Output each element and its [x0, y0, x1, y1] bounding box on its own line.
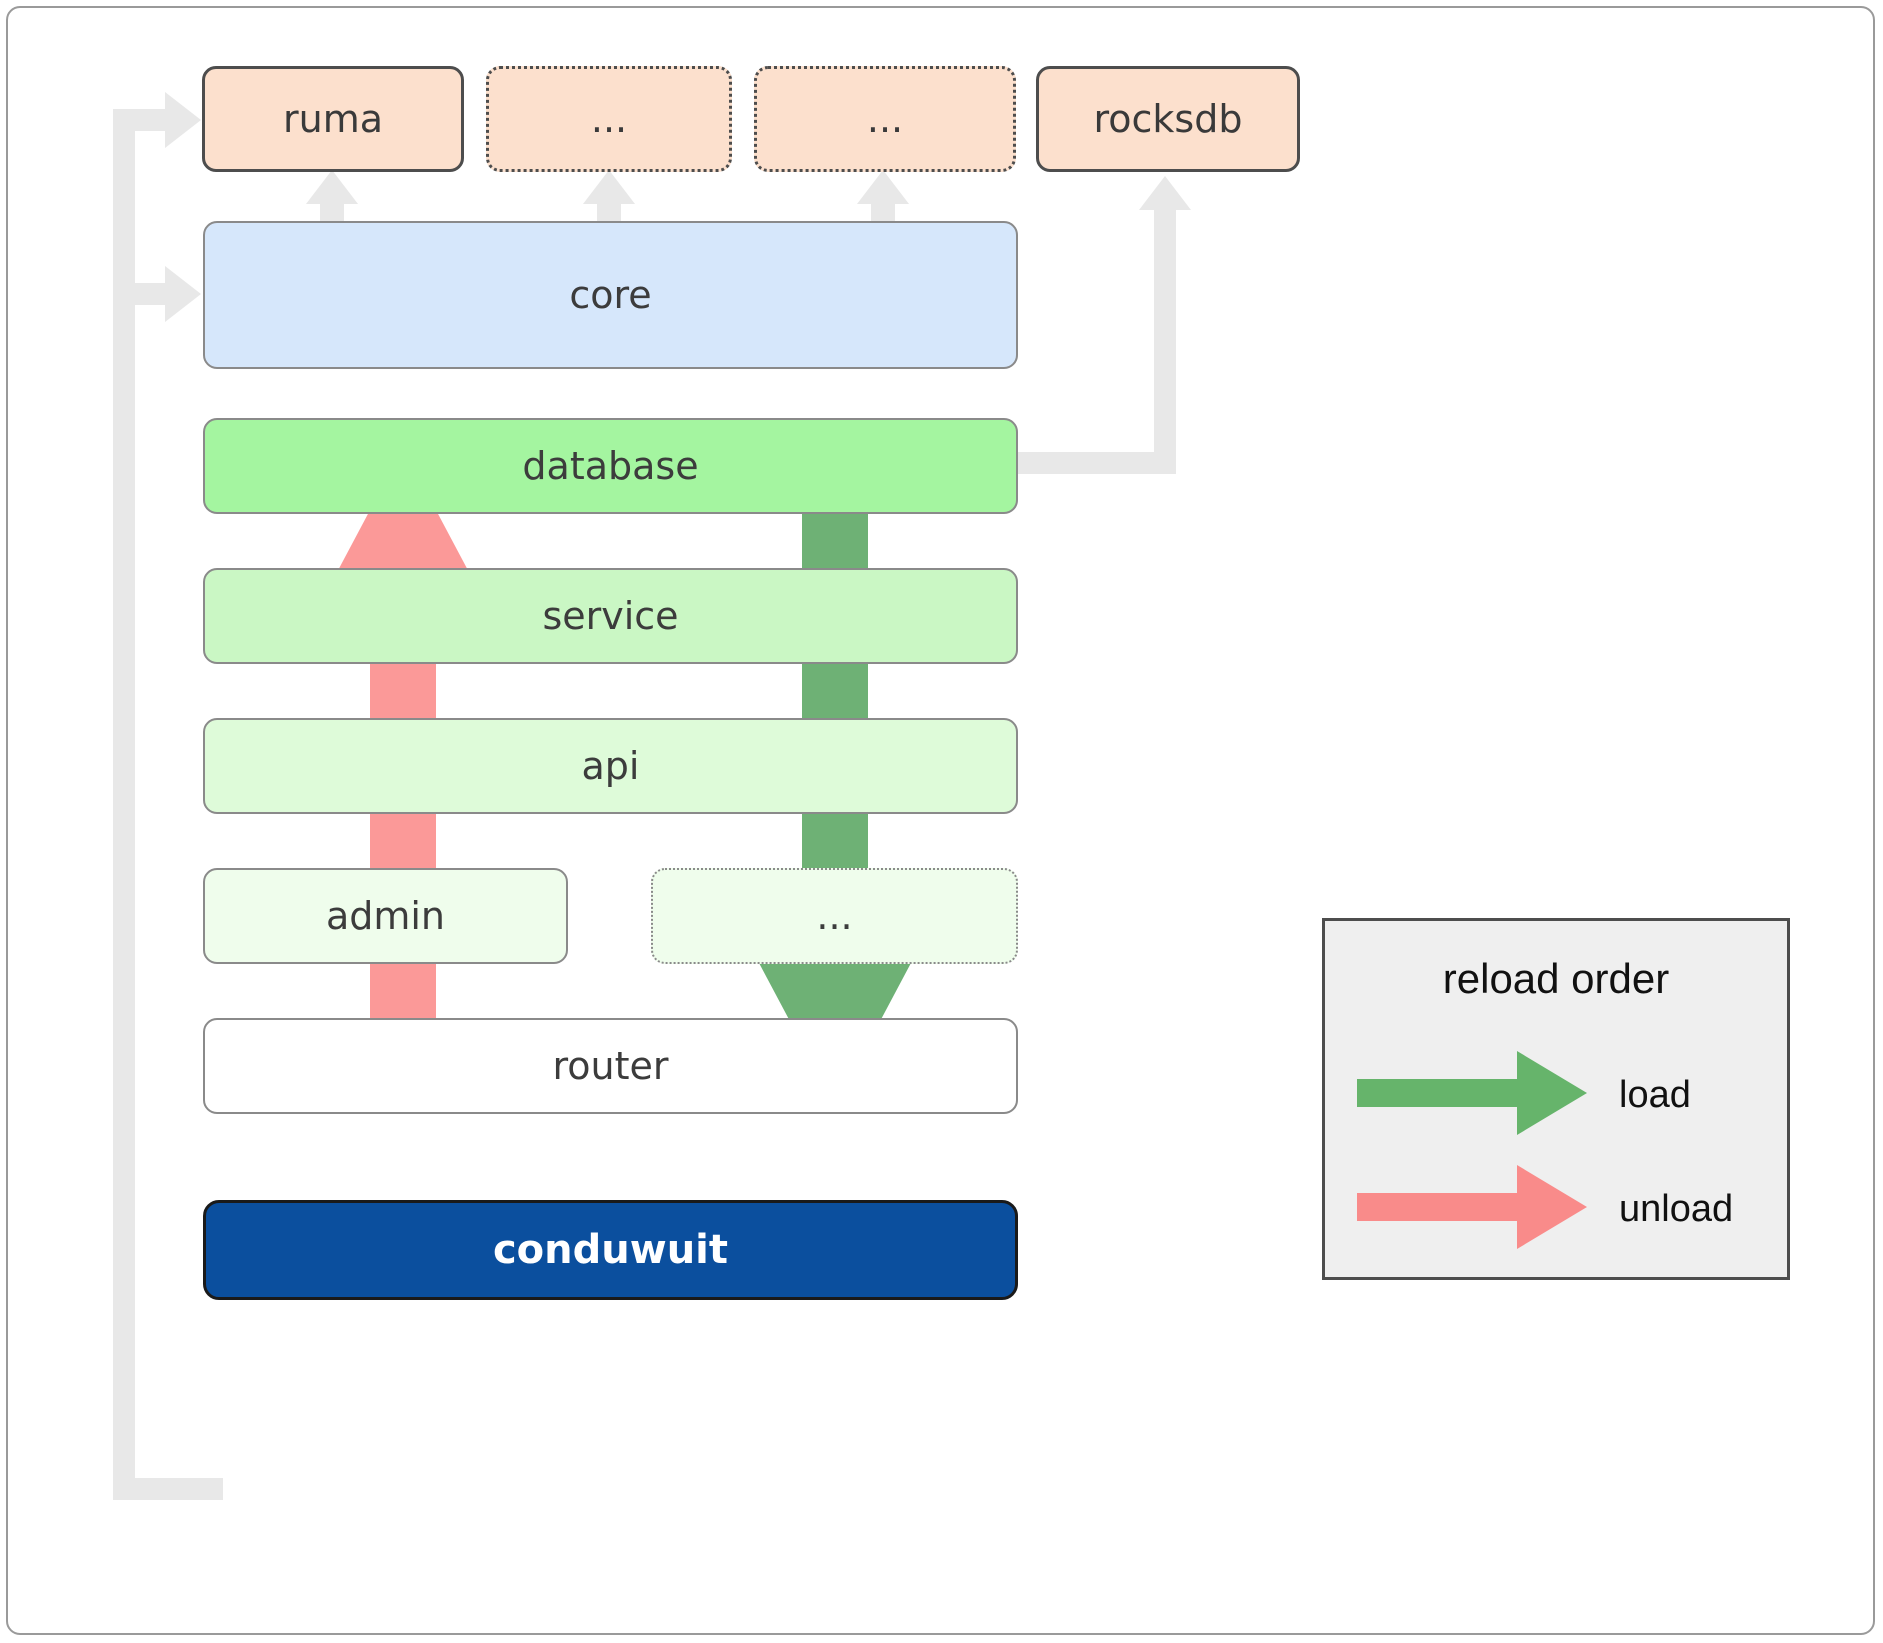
layer-label-dots: ...	[816, 894, 853, 938]
connector-arrow-core-to-ruma	[306, 170, 358, 204]
legend-panel: reload order load unload	[1322, 918, 1790, 1280]
connector-conduwuit-trunk-vertical	[113, 120, 135, 1500]
dependency-box-dots-1[interactable]: ...	[486, 66, 732, 172]
layer-box-conduwuit[interactable]: conduwuit	[203, 1200, 1018, 1300]
connector-conduwuit-bottom-horizontal	[113, 1478, 223, 1500]
connector-arrow-to-rocksdb	[1139, 176, 1191, 210]
layer-label-admin: admin	[325, 894, 446, 938]
layer-box-database[interactable]: database	[203, 418, 1018, 514]
legend-swatch-unload-arrow-icon	[1357, 1165, 1587, 1253]
layer-box-admin[interactable]: admin	[203, 868, 568, 964]
connector-arrow-core-to-dots2	[857, 170, 909, 204]
connector-arrow-core-to-dots1	[583, 170, 635, 204]
legend-row-unload: unload	[1357, 1165, 1733, 1253]
dependency-box-ruma[interactable]: ruma	[202, 66, 464, 172]
dependency-box-rocksdb[interactable]: rocksdb	[1036, 66, 1300, 172]
layer-label-api: api	[581, 744, 640, 788]
layer-box-service[interactable]: service	[203, 568, 1018, 664]
layer-label-conduwuit: conduwuit	[492, 1227, 729, 1273]
legend-title: reload order	[1442, 955, 1670, 1002]
layer-label-database: database	[522, 444, 699, 488]
dependency-label-ruma: ruma	[282, 97, 383, 141]
layer-box-dots[interactable]: ...	[651, 868, 1018, 964]
dependency-label-dots-2: ...	[866, 97, 904, 141]
layer-box-api[interactable]: api	[203, 718, 1018, 814]
legend-label-load: load	[1619, 1073, 1691, 1116]
legend-row-load: load	[1357, 1051, 1691, 1139]
layer-label-router: router	[552, 1044, 669, 1088]
layer-label-service: service	[542, 594, 679, 638]
connector-database-to-rocksdb-vertical	[1154, 210, 1176, 474]
layer-box-core[interactable]: core	[203, 221, 1018, 369]
legend-label-unload: unload	[1619, 1187, 1734, 1230]
dependency-label-dots-1: ...	[590, 97, 628, 141]
layer-label-core: core	[569, 273, 652, 317]
legend-swatch-load-arrow-icon	[1357, 1051, 1587, 1139]
connector-arrow-to-core	[165, 266, 201, 322]
layer-box-router[interactable]: router	[203, 1018, 1018, 1114]
connector-database-to-rocksdb-horizontal	[1010, 452, 1176, 474]
dependency-box-dots-2[interactable]: ...	[754, 66, 1016, 172]
connector-arrow-to-ruma	[165, 92, 201, 148]
dependency-label-rocksdb: rocksdb	[1093, 97, 1243, 141]
